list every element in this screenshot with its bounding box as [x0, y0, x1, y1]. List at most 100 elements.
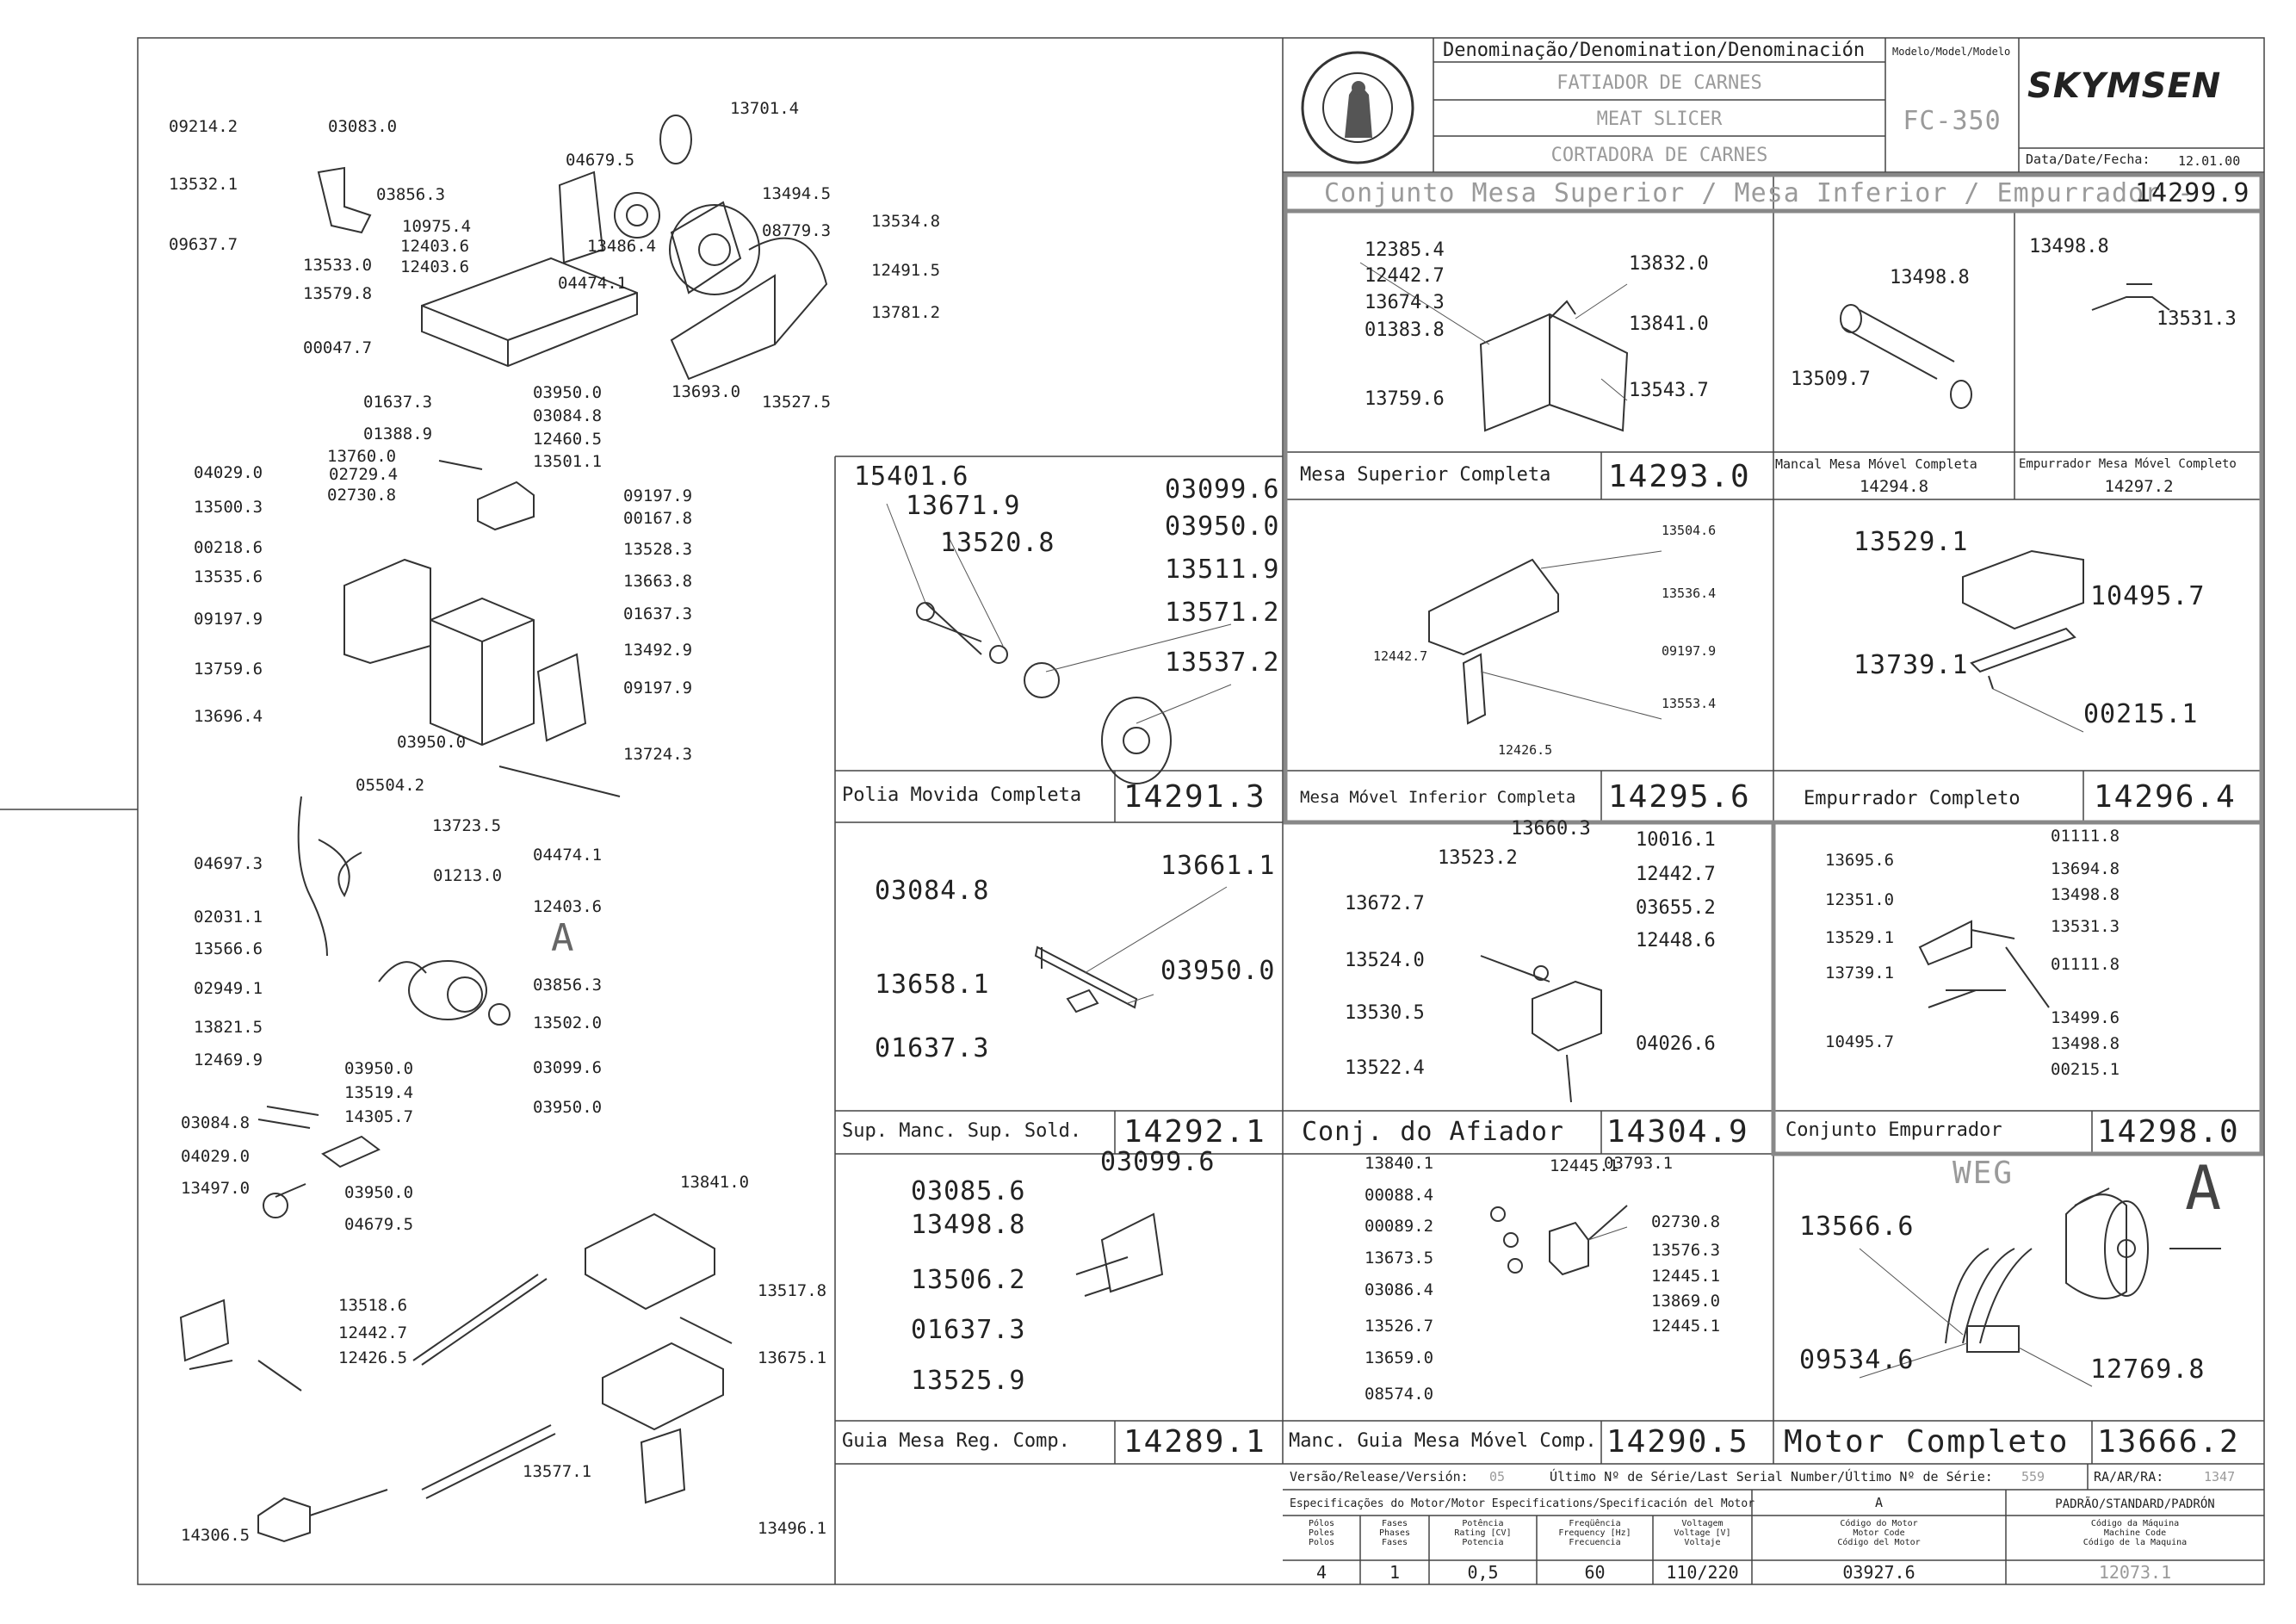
- name-es: CORTADORA DE CARNES: [1550, 145, 1768, 166]
- spec-col-value: 1: [1389, 1562, 1401, 1583]
- part-number: 12385.4: [1365, 239, 1445, 261]
- guia-mesa-code: 14289.1: [1123, 1424, 1266, 1460]
- part-number: 03856.3: [376, 185, 446, 204]
- manc-guia-code: 14290.5: [1606, 1424, 1749, 1460]
- part-number: 13527.5: [762, 393, 832, 412]
- part-number: 08779.3: [762, 221, 832, 240]
- part-number: 01637.3: [875, 1033, 990, 1063]
- spec-col-value: 12073.1: [2098, 1562, 2172, 1583]
- part-number: 02729.4: [329, 465, 399, 484]
- standard-label: PADRÃO/STANDARD/PADRÓN: [2055, 1497, 2215, 1511]
- part-number: 13660.3: [1511, 818, 1591, 840]
- part-number: 12426.5: [1498, 742, 1553, 758]
- part-number: 02949.1: [194, 979, 263, 998]
- part-number: 01111.8: [2051, 955, 2120, 974]
- part-number: 13759.6: [1365, 388, 1445, 410]
- part-number: 03950.0: [533, 1098, 603, 1117]
- spec-col-value: 4: [1315, 1562, 1327, 1583]
- part-number: 12448.6: [1636, 930, 1716, 951]
- date-label: Data/Date/Fecha:: [2026, 152, 2151, 167]
- part-number: 13576.3: [1651, 1241, 1721, 1260]
- part-number: 08574.0: [1365, 1385, 1434, 1404]
- part-number: 13536.4: [1662, 586, 1717, 601]
- part-number: 13497.0: [181, 1179, 251, 1198]
- date-value: 12.01.00: [2178, 153, 2241, 169]
- part-number: 13535.6: [194, 567, 263, 586]
- part-number: 13496.1: [758, 1519, 827, 1538]
- part-number: 13534.8: [871, 212, 941, 231]
- part-number: 04679.5: [566, 151, 635, 170]
- sup-manc-label: Sup. Manc. Sup. Sold.: [842, 1120, 1082, 1142]
- spec-col-header: Freqüência Frequency [Hz] Frecuencia: [1558, 1519, 1631, 1547]
- part-number: 03950.0: [344, 1183, 414, 1202]
- conj-empurrador-code: 14298.0: [2097, 1114, 2240, 1150]
- sup-manc-code: 14292.1: [1123, 1114, 1266, 1150]
- part-number: 03950.0: [533, 383, 603, 402]
- part-number: 04474.1: [558, 274, 628, 293]
- part-number: 13695.6: [1825, 851, 1895, 870]
- part-number: 13723.5: [432, 816, 502, 835]
- part-number: 13566.6: [1799, 1212, 1915, 1242]
- part-number: 13524.0: [1345, 950, 1425, 971]
- part-number: 13528.3: [623, 540, 693, 559]
- part-number: 12445.1: [1550, 1156, 1619, 1175]
- part-number: 13821.5: [194, 1018, 263, 1037]
- part-number: 12442.7: [1373, 648, 1428, 664]
- part-number: 09637.7: [169, 235, 238, 254]
- part-number: 13533.0: [303, 256, 373, 275]
- part-number: 13739.1: [1825, 964, 1895, 982]
- part-number: 02730.8: [1651, 1212, 1721, 1231]
- part-number: 13694.8: [2051, 859, 2120, 878]
- motor-brand: WEG: [1953, 1156, 2014, 1191]
- afiador-label: Conj. do Afiador: [1302, 1117, 1564, 1147]
- seal-logo: [1301, 51, 1414, 164]
- manc-guia-label: Manc. Guia Mesa Móvel Comp.: [1289, 1430, 1597, 1452]
- part-number: 12442.7: [1365, 265, 1445, 287]
- part-number: 13520.8: [940, 528, 1055, 558]
- part-number: 01213.0: [433, 866, 503, 885]
- part-number: 03950.0: [344, 1059, 414, 1078]
- part-number: 10975.4: [402, 217, 472, 236]
- version-value: 05: [1489, 1469, 1506, 1485]
- part-number: 13500.3: [194, 498, 263, 517]
- mesa-superior-code: 14293.0: [1608, 459, 1751, 494]
- part-number: 12491.5: [871, 261, 941, 280]
- part-number: 13869.0: [1651, 1292, 1721, 1311]
- part-number: 09197.9: [194, 610, 263, 629]
- part-number: 13498.8: [911, 1210, 1026, 1240]
- conj-empurrador-label: Conjunto Empurrador: [1785, 1119, 2002, 1141]
- part-number: 04029.0: [194, 463, 263, 482]
- part-number: 13509.7: [1791, 369, 1871, 390]
- part-number: 13672.7: [1345, 893, 1425, 914]
- part-number: 13486.4: [587, 237, 657, 256]
- part-number: 03655.2: [1636, 897, 1716, 919]
- part-number: 13529.1: [1854, 527, 1969, 557]
- part-number: 00047.7: [303, 338, 373, 357]
- part-number: 13537.2: [1165, 648, 1280, 678]
- part-number: 04026.6: [1636, 1033, 1716, 1055]
- part-number: 03084.8: [875, 876, 990, 906]
- spec-col-header: Fases Phases Fases: [1378, 1519, 1411, 1547]
- part-number: 03099.6: [1165, 474, 1280, 505]
- part-number: 13526.7: [1365, 1317, 1434, 1336]
- part-number: 13501.1: [533, 452, 603, 471]
- empurrador-completo-label: Empurrador Completo: [1804, 788, 2021, 809]
- part-number: 12460.5: [533, 430, 603, 449]
- part-number: 13498.8: [2051, 1034, 2120, 1053]
- part-number: 01383.8: [1365, 319, 1445, 341]
- part-number: 00167.8: [623, 509, 693, 528]
- part-number: 12769.8: [2090, 1354, 2206, 1385]
- part-number: 03084.8: [533, 406, 603, 425]
- part-number: 09214.2: [169, 117, 238, 136]
- part-number: 13832.0: [1629, 253, 1709, 275]
- mesa-superior-label: Mesa Superior Completa: [1300, 464, 1551, 486]
- part-number: 09197.9: [623, 487, 693, 505]
- part-number: 13701.4: [730, 99, 800, 118]
- part-number: 01637.3: [363, 393, 433, 412]
- spec-col-value: 03927.6: [1842, 1562, 1915, 1583]
- part-number: 12445.1: [1651, 1317, 1721, 1336]
- part-number: 13511.9: [1165, 555, 1280, 585]
- name-en: MEAT SLICER: [1596, 108, 1723, 130]
- part-number: 03083.0: [328, 117, 398, 136]
